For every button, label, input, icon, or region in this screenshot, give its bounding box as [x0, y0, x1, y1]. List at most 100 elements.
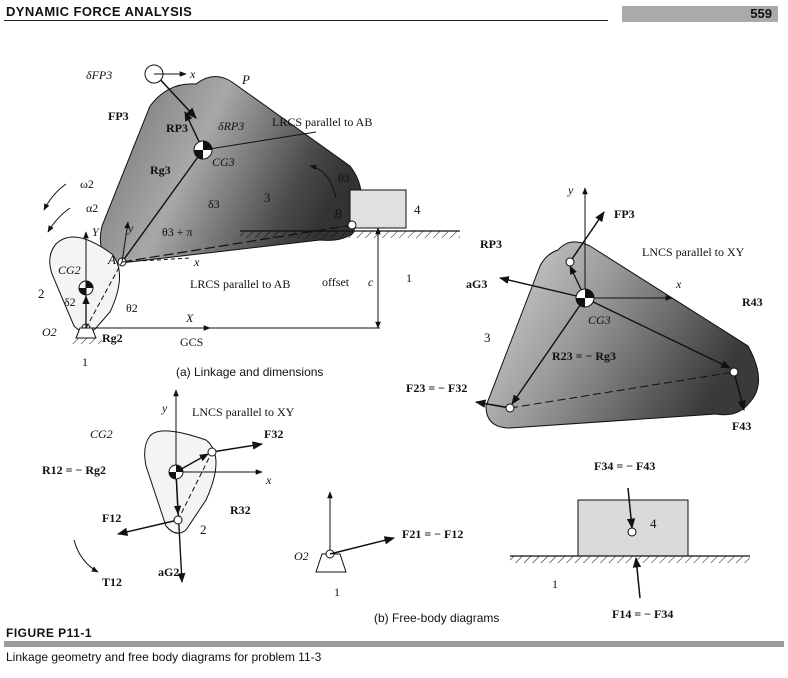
ground-hatch-o2: [72, 338, 102, 344]
fbd2-cg2-marker: [168, 464, 184, 480]
fbd3-r43: [584, 297, 731, 369]
fbd1-label-o2: O2: [294, 549, 309, 563]
fbd2-label-t12: T12: [102, 575, 122, 589]
fbd4-label-f14: F14 = − F34: [612, 607, 673, 621]
link2-centerline: [85, 261, 123, 329]
fbd2-label-f12: F12: [102, 511, 121, 525]
linkage-diagram: δFP3 x P FP3 RP3 δRP3 LRCS parallel to A…: [38, 64, 460, 379]
label-delta3: δ3: [208, 197, 220, 211]
label-b: B: [334, 206, 342, 221]
label-link1-bottom: 1: [82, 355, 88, 369]
label-offset: offset: [322, 275, 350, 289]
fbd2-f32: [211, 441, 264, 453]
vector-rg3: [121, 149, 204, 263]
omega2-arrow: [43, 183, 67, 211]
fbd3-pin-a: [505, 403, 515, 413]
label-alpha2: α2: [86, 201, 98, 215]
local-x-axis-a: [121, 257, 191, 263]
fbd3-label-3: 3: [484, 330, 491, 345]
fbd4-f34: [626, 487, 636, 530]
fbd3-cg3-marker: [575, 288, 595, 308]
caption-a: (a) Linkage and dimensions: [176, 365, 323, 379]
label-lrcs-top: LRCS parallel to AB: [272, 115, 372, 129]
ground-hatch-slider: [240, 231, 460, 238]
fbd4-label-1: 1: [552, 577, 558, 591]
fbd3-label-fp3: FP3: [614, 207, 635, 221]
figure-caption: Linkage geometry and free body diagrams …: [6, 650, 322, 664]
fbd1-label-f21: F21 = − F12: [402, 527, 463, 541]
fbd2-label-cg2: CG2: [90, 427, 113, 441]
fbd3-fp3: [569, 211, 605, 263]
fbd2-t12-arrow: [73, 539, 99, 573]
force-fp3: [154, 73, 197, 119]
fbd2-f12: [116, 519, 179, 536]
figure-diagram: δFP3 x P FP3 RP3 δRP3 LRCS parallel to A…: [38, 64, 763, 625]
label-y-big: Y: [92, 225, 100, 239]
fbd2-label-r12: R12 = − Rg2: [42, 463, 106, 477]
fbd3-pin-p: [565, 257, 575, 267]
fbd2-body: [144, 430, 217, 534]
label-lrcs-bottom: LRCS parallel to AB: [190, 277, 290, 291]
caption-b: (b) Free-body diagrams: [374, 611, 499, 625]
label-x-small: x: [193, 255, 200, 269]
slider-block: [349, 189, 407, 229]
fbd3-pin-b: [729, 367, 739, 377]
label-link2: 2: [38, 286, 45, 301]
label-y-small: y: [127, 221, 134, 235]
fbd2-pin-o2: [173, 515, 183, 525]
header-band: [622, 6, 778, 22]
fbd3-label-cg3: CG3: [588, 313, 611, 327]
fbd3-label-y: y: [567, 183, 574, 197]
fbd4-f14: [632, 556, 642, 599]
label-link3: 3: [264, 190, 271, 205]
fbd2-label-lncs: LNCS parallel to XY: [192, 405, 295, 419]
fbd3-r23: [511, 297, 586, 405]
fbd2-ag2: [175, 471, 186, 583]
fbd-link2: y LNCS parallel to XY CG2 F32 R12 = − Rg…: [42, 389, 295, 589]
fbd3-label-ag3: aG3: [466, 277, 487, 291]
fbd2-centerline: [177, 451, 213, 521]
link3-body: [99, 76, 362, 265]
fbd4-label-4: 4: [650, 516, 657, 531]
label-fp3: FP3: [108, 109, 129, 123]
line-ab: [121, 224, 353, 263]
fbd3-label-x: x: [675, 277, 682, 291]
label-cg3: CG3: [212, 155, 235, 169]
figure-band: [4, 641, 784, 647]
label-x-big: X: [185, 311, 194, 325]
fbd3-label-rp3: RP3: [480, 237, 502, 251]
label-link1-right: 1: [406, 271, 412, 285]
fbd3-f23: [474, 399, 511, 409]
fbd3-ag3: [499, 276, 586, 299]
fbd-link4: F34 = − F43 4 1 F14 = − F34: [510, 459, 750, 621]
label-x-top: x: [189, 67, 196, 81]
fbd2-label-2: 2: [200, 522, 207, 537]
ground-o2: [75, 327, 97, 339]
header-rule: [4, 20, 608, 21]
label-theta3-top: θ3: [338, 171, 350, 185]
cg3-marker: [193, 140, 213, 160]
label-theta3-pi: θ3 + π: [162, 225, 193, 239]
fbd2-label-r32: R32: [230, 503, 251, 517]
fbd3-label-lncs: LNCS parallel to XY: [642, 245, 745, 259]
fbd1-base: [315, 553, 347, 573]
label-gcs: GCS: [180, 335, 203, 349]
fbd3-line-ab: [509, 371, 735, 409]
fbd2-label-ag2: aG2: [158, 565, 179, 579]
label-theta2: θ2: [126, 301, 138, 315]
fbd2-label-y: y: [161, 401, 168, 415]
fbd4-ground-hatch: [510, 556, 750, 563]
label-rg2: Rg2: [102, 331, 123, 345]
fbd3-label-f23: F23 = − F32: [406, 381, 467, 395]
pin-b: [347, 220, 357, 230]
fbd1-f21: [329, 536, 396, 555]
fbd3-body: [485, 241, 759, 429]
fbd4-pin: [627, 527, 637, 537]
figure-label: FIGURE P11-1: [6, 626, 93, 640]
theta3-arc: [309, 164, 337, 199]
label-rg3: Rg3: [150, 163, 171, 177]
label-delta2: δ2: [64, 295, 76, 309]
label-link4: 4: [414, 202, 421, 217]
page-number: 559: [750, 6, 772, 21]
local-y-axis-a: [121, 221, 130, 263]
